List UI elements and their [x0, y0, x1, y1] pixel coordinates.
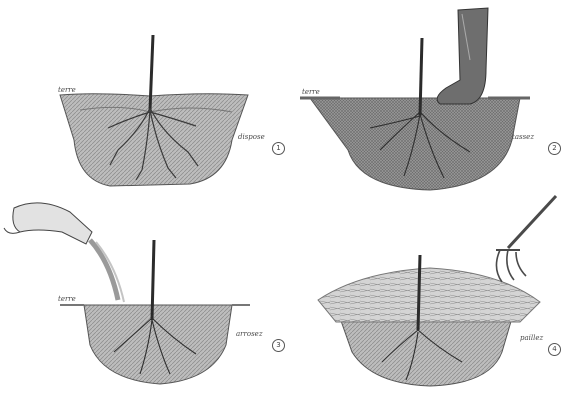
ground-label-1: terre — [58, 86, 76, 94]
panel-2-number: 2 — [548, 142, 561, 155]
panel-2-firming-soil — [300, 8, 530, 190]
panel-3-number: 3 — [272, 339, 285, 352]
panel-4-mulching — [318, 196, 556, 386]
panel-1-number: 1 — [272, 142, 285, 155]
panel-1-label: dispose — [238, 133, 265, 141]
ground-label-3: terre — [58, 295, 76, 303]
ground-label-2: terre — [302, 88, 320, 96]
panel-1-plant-in-hole — [60, 35, 248, 186]
panel-2-label: tassez — [512, 133, 534, 141]
panel-3-watering — [4, 203, 250, 384]
panel-4-label: paillez — [520, 334, 543, 342]
panel-3-label: arrosez — [236, 330, 263, 338]
panel-4-number: 4 — [548, 343, 561, 356]
